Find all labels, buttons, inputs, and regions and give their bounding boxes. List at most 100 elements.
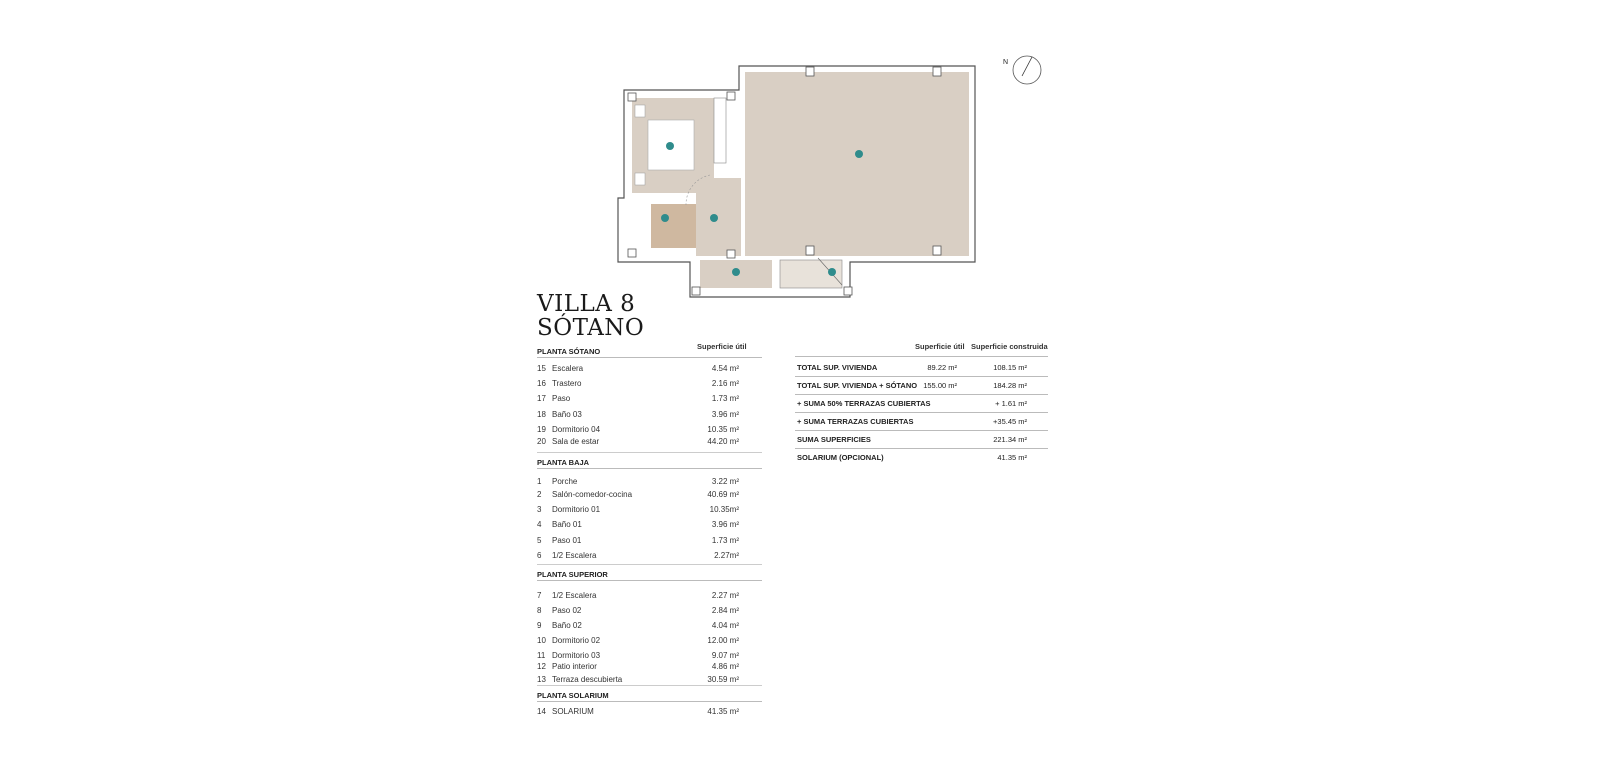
totals-construida: +35.45 m² (993, 417, 1027, 426)
room-area: 2.16 m² (711, 379, 739, 388)
table-row: 15 Escalera 4.54 m² (537, 364, 739, 374)
north-label: N (1003, 59, 1009, 66)
divider (795, 448, 1048, 449)
room-number: 18 (537, 410, 546, 419)
room-area: 4.86 m² (711, 662, 739, 671)
table-row: 13 Terraza descubierta 30.59 m² (537, 675, 739, 685)
table-row: 2 Salón-comedor-cocina 40.69 m² (537, 490, 739, 500)
room-number: 11 (537, 651, 546, 660)
totals-row: TOTAL SUP. VIVIENDA + SÓTANO 155.00 m² 1… (797, 381, 1049, 391)
col-header-construida: Superficie construida (971, 342, 1048, 351)
room-name: Dormitorio 04 (552, 425, 601, 434)
totals-util: 155.00 m² (923, 381, 957, 390)
room-number: 1 (537, 477, 542, 486)
room-number: 16 (537, 379, 546, 388)
divider (537, 357, 762, 358)
divider (537, 580, 762, 581)
divider (537, 468, 762, 469)
table-row: 12 Patio interior 4.86 m² (537, 662, 739, 672)
divider (795, 394, 1048, 395)
room-name: Paso 01 (552, 536, 582, 545)
room-area: 9.07 m² (711, 651, 739, 660)
room-number: 15 (537, 364, 546, 373)
room-number: 6 (537, 551, 542, 560)
section-title: PLANTA BAJA (537, 458, 590, 467)
room-number: 3 (537, 505, 542, 514)
totals-row: TOTAL SUP. VIVIENDA 89.22 m² 108.15 m² (797, 363, 1049, 373)
table-row: 17 Paso 1.73 m² (537, 394, 739, 404)
room-area: 2.27 m² (711, 591, 739, 600)
totals-row: + SUMA TERRAZAS CUBIERTAS +35.45 m² (797, 417, 1049, 427)
col-header-util: Superficie útil (697, 342, 747, 351)
totals-label: SOLARIUM (OPCIONAL) (797, 453, 884, 462)
totals-label: SUMA SUPERFICIES (797, 435, 871, 444)
table-row: 19 Dormitorio 04 10.35 m² (537, 425, 739, 435)
room-area: 41.35 m² (707, 707, 739, 716)
room-name: Baño 03 (552, 410, 582, 419)
room-area: 1.73 m² (711, 394, 739, 403)
room-name: Dormitorio 03 (552, 651, 601, 660)
room-name: Paso 02 (552, 606, 582, 615)
totals-construida: 184.28 m² (993, 381, 1027, 390)
room-name: Patio interior (552, 662, 597, 671)
totals-label: TOTAL SUP. VIVIENDA (797, 363, 878, 372)
floor-plan (617, 55, 1042, 298)
room-name: Trastero (552, 379, 582, 388)
table-row: 1 Porche 3.22 m² (537, 477, 739, 487)
divider (795, 376, 1048, 377)
totals-label: + SUMA TERRAZAS CUBIERTAS (797, 417, 914, 426)
totals-construida: 221.34 m² (993, 435, 1027, 444)
table-row: 11 Dormitorio 03 9.07 m² (537, 651, 739, 661)
room-area: 4.54 m² (711, 364, 739, 373)
section-title: PLANTA SÓTANO (537, 347, 601, 356)
room-marker-18 (661, 214, 669, 222)
room-name: 1/2 Escalera (552, 591, 597, 600)
totals-row: SOLARIUM (OPCIONAL) 41.35 m² (797, 453, 1049, 463)
room-area: 3.96 m² (711, 520, 739, 529)
room-marker-17 (710, 214, 718, 222)
totals-label: + SUMA 50% TERRAZAS CUBIERTAS (797, 399, 931, 408)
room-name: Salón-comedor-cocina (552, 490, 633, 499)
room-number: 2 (537, 490, 542, 499)
room-name: Dormitorio 01 (552, 505, 601, 514)
room-name: Sala de estar (552, 437, 600, 446)
room-name: Porche (552, 477, 578, 486)
floor-title: SÓTANO (537, 315, 645, 341)
divider (537, 452, 762, 453)
room-area: 3.96 m² (711, 410, 739, 419)
room-number: 14 (537, 707, 546, 716)
room-name: Dormitorio 02 (552, 636, 601, 645)
section-title: PLANTA SOLARIUM (537, 691, 609, 700)
totals-construida: + 1.61 m² (995, 399, 1027, 408)
room-area: 4.04 m² (711, 621, 739, 630)
totals-util: 89.22 m² (927, 363, 957, 372)
room-number: 19 (537, 425, 546, 434)
room-area: 2.84 m² (711, 606, 739, 615)
divider (795, 412, 1048, 413)
room-number: 17 (537, 394, 546, 403)
divider (537, 685, 762, 686)
table-row: 9 Baño 02 4.04 m² (537, 621, 739, 631)
room-area: 2.27m² (714, 551, 739, 560)
table-row: 7 1/2 Escalera 2.27 m² (537, 591, 739, 601)
room-area: 12.00 m² (707, 636, 739, 645)
table-row: 10 Dormitorio 02 12.00 m² (537, 636, 739, 646)
room-number: 12 (537, 662, 546, 671)
room-area: 3.22 m² (711, 477, 739, 486)
divider (537, 701, 762, 702)
totals-row: + SUMA 50% TERRAZAS CUBIERTAS + 1.61 m² (797, 399, 1049, 409)
room-name: Terraza descubierta (552, 675, 623, 684)
table-row: 16 Trastero 2.16 m² (537, 379, 739, 389)
room-name: 1/2 Escalera (552, 551, 597, 560)
room-number: 4 (537, 520, 542, 529)
compass-icon (1012, 55, 1042, 85)
totals-label: TOTAL SUP. VIVIENDA + SÓTANO (797, 381, 918, 390)
room-area: 30.59 m² (707, 675, 739, 684)
room-area: 1.73 m² (711, 536, 739, 545)
room-number: 5 (537, 536, 542, 545)
room-area: 40.69 m² (707, 490, 739, 499)
room-number: 10 (537, 636, 546, 645)
divider (795, 430, 1048, 431)
col-header-util: Superficie útil (915, 342, 965, 351)
villa-title: VILLA 8 (537, 291, 636, 317)
